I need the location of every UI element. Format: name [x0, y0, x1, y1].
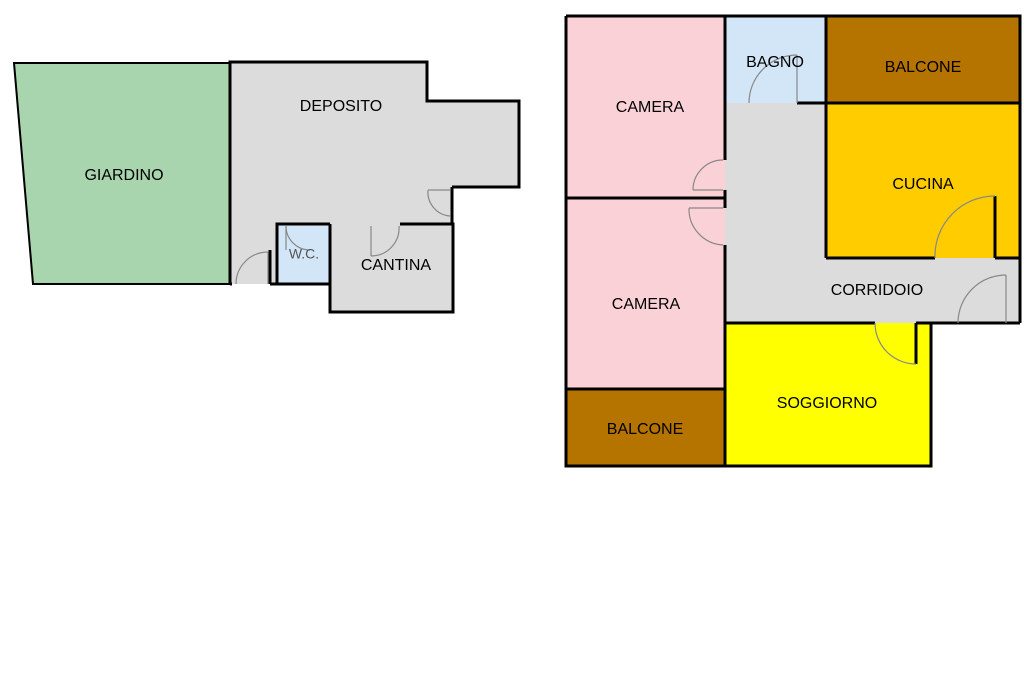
room-camera-bottom	[566, 198, 725, 389]
label-giardino: GIARDINO	[84, 167, 163, 184]
room-corridoio	[725, 103, 1020, 323]
label-balcone-top: BALCONE	[885, 59, 961, 76]
wc-box	[275, 222, 330, 283]
label-corridoio: CORRIDOIO	[831, 282, 923, 299]
label-wc: W.C.	[289, 246, 319, 262]
room-soggiorno	[725, 323, 931, 465]
label-bagno: BAGNO	[746, 54, 804, 71]
label-camera-top: CAMERA	[616, 99, 685, 116]
door-arc-soggiorno	[874, 322, 917, 365]
door-arc-camera-top	[692, 159, 724, 191]
room-camera-top	[566, 16, 725, 198]
door-arc-deposito-side	[427, 189, 451, 217]
door-arc-entrance	[957, 274, 1007, 324]
room-cucina	[826, 103, 1020, 258]
label-soggiorno: SOGGIORNO	[777, 395, 877, 412]
door-arc-cantina	[370, 225, 400, 257]
lower-floor-plan: GIARDINO DEPOSITO W.C. CANTINA	[12, 60, 521, 314]
deposito-walls	[228, 60, 521, 284]
door-arc-bagno	[748, 54, 798, 104]
room-balcone-bottom	[566, 389, 725, 465]
door-arc-deposito-exit	[235, 251, 269, 285]
label-cantina: CANTINA	[361, 257, 432, 274]
label-deposito: DEPOSITO	[300, 98, 382, 115]
room-cantina	[330, 224, 453, 312]
label-cucina: CUCINA	[892, 176, 954, 193]
door-arc-camera-bottom	[688, 207, 724, 246]
outer-wall-left	[564, 16, 1020, 468]
label-camera-bottom: CAMERA	[612, 296, 681, 313]
door-arc-cucina	[934, 195, 996, 259]
outer-wall	[566, 14, 1022, 323]
room-balcone-top	[826, 16, 1020, 103]
label-balcone-bottom: BALCONE	[607, 421, 683, 438]
upper-floor-plan: CAMERA CAMERA BAGNO BALCONE CUCINA CORRI…	[564, 14, 1022, 468]
